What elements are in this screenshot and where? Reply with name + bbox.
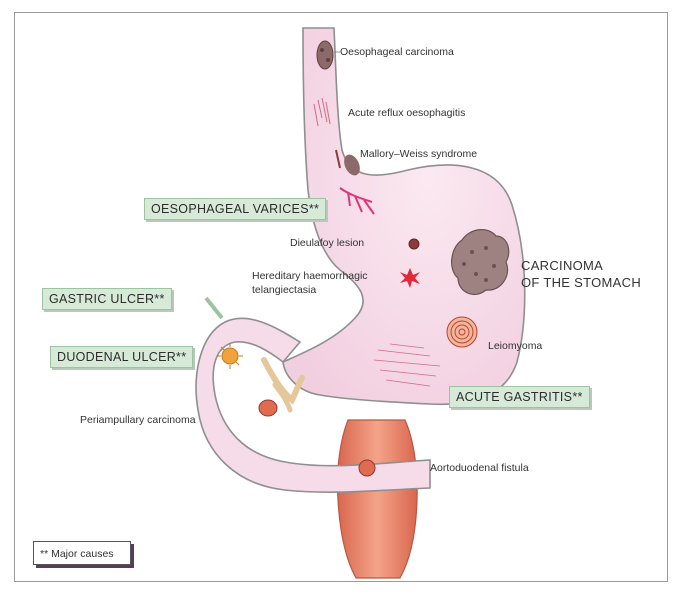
- periampullary-lesion: [258, 399, 278, 417]
- major-acute-gastritis: ACUTE GASTRITIS**: [449, 386, 590, 408]
- varices-vessels: [339, 187, 375, 215]
- major-duodenal-ulcer: DUODENAL ULCER**: [50, 346, 194, 368]
- label-dieulafoy: Dieulafoy lesion: [290, 237, 365, 249]
- label-mallory-weiss: Mallory–Weiss syndrome: [360, 148, 478, 160]
- label-leiomyoma: Leiomyoma: [488, 340, 543, 352]
- major-gastric-ulcer: GASTRIC ULCER**: [42, 288, 172, 310]
- telangiectasia-lesion: [400, 268, 420, 288]
- label-aortoduodenal: Aortoduodenal fistula: [430, 462, 529, 474]
- gastric-ulcer-pointer: [204, 296, 224, 320]
- duodenum: [195, 317, 431, 493]
- label-oesophageal-carcinoma: Oesophageal carcinoma: [340, 46, 454, 58]
- label-hht-1: Hereditary haemorrhagic: [252, 270, 368, 282]
- label-periampullary: Periampullary carcinoma: [80, 414, 196, 426]
- label-acute-reflux: Acute reflux oesophagitis: [348, 107, 466, 119]
- mallory-weiss-lesion: [344, 154, 360, 176]
- gastritis-streaks: [373, 343, 441, 387]
- aorta: [336, 419, 418, 579]
- reflux-streaks: [313, 97, 331, 127]
- aortoduodenal-lesion: [358, 459, 376, 477]
- label-carcinoma-stomach-1: CARCINOMA: [521, 258, 604, 273]
- dieulafoy-lesion: [408, 238, 420, 250]
- label-carcinoma-stomach-2: OF THE STOMACH: [521, 275, 642, 290]
- legend-major-causes: ** Major causes: [33, 541, 131, 565]
- duodenal-ulcer-lesion: [217, 343, 243, 369]
- leiomyoma-lesion: [446, 316, 478, 348]
- oesophageal-carcinoma-lesion: [316, 40, 334, 70]
- bile-duct: [261, 357, 305, 405]
- gastric-carcinoma-lesion: [451, 229, 510, 295]
- stomach: [282, 27, 526, 406]
- label-hht-2: telangiectasia: [252, 284, 317, 296]
- major-varices: OESOPHAGEAL VARICES**: [144, 198, 327, 220]
